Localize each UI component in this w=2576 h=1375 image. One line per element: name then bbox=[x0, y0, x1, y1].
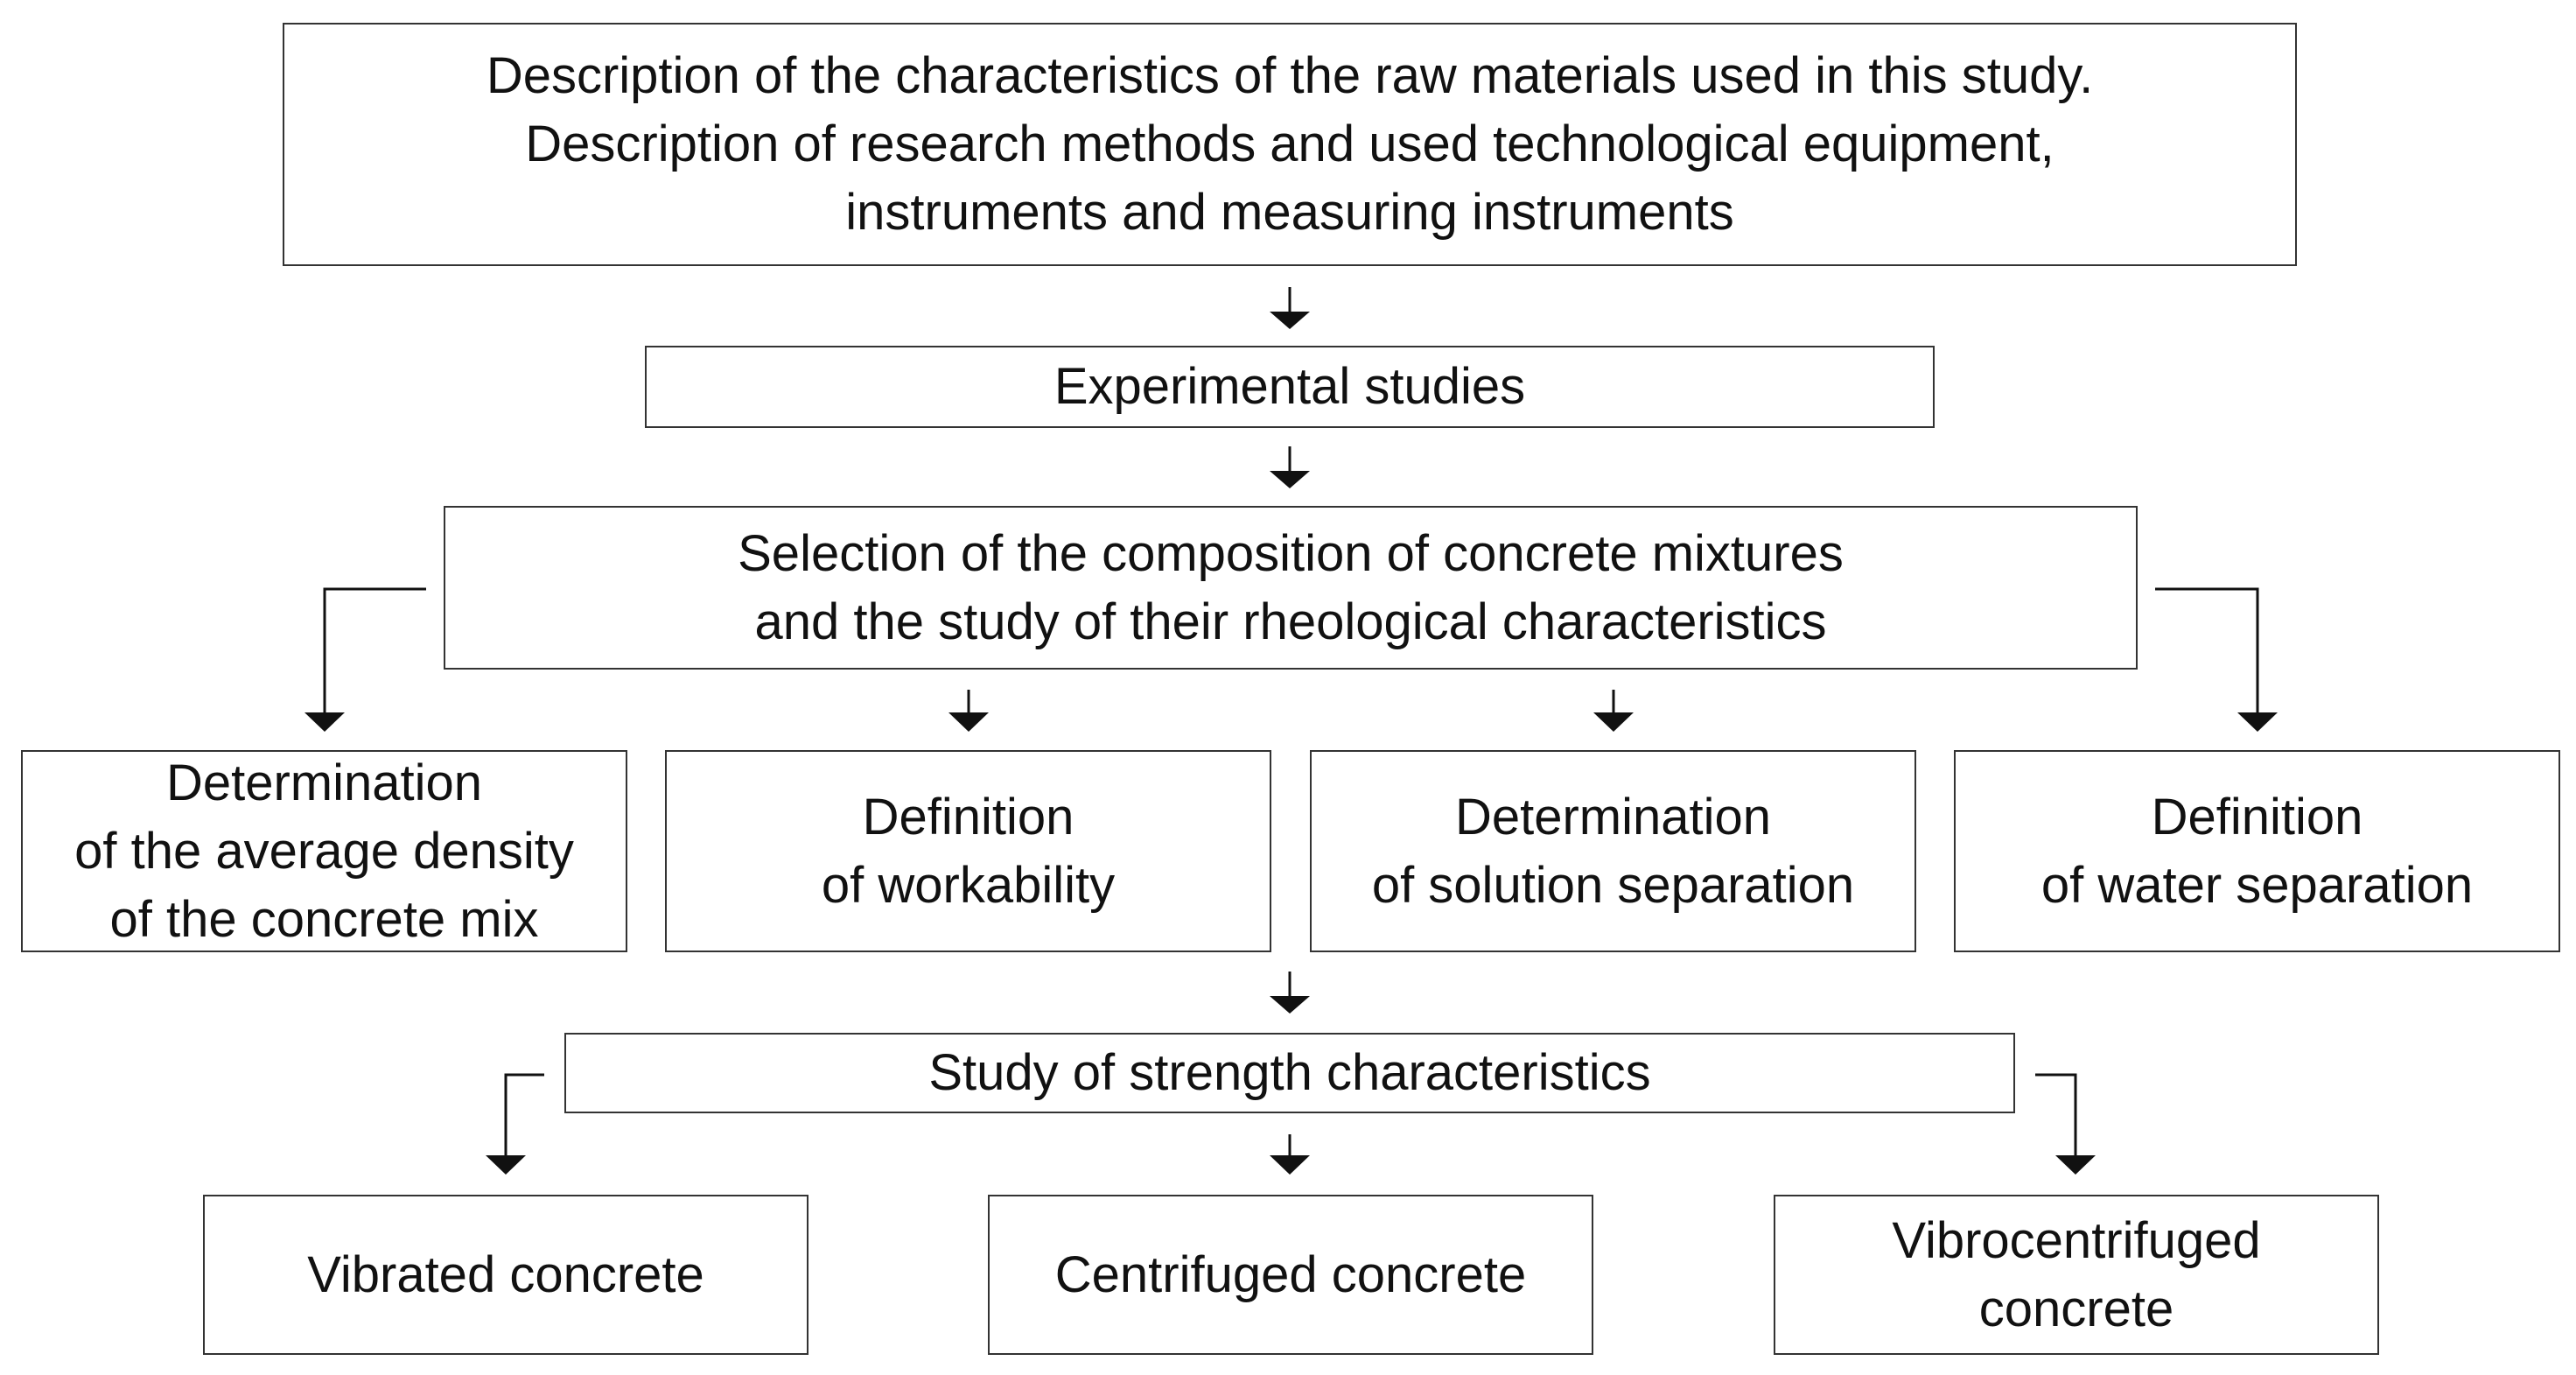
vibrated-concrete-label: Vibrated concrete bbox=[307, 1245, 704, 1303]
arrowhead-icon bbox=[1270, 312, 1310, 329]
arrowhead-icon bbox=[304, 712, 345, 732]
intro-line: Description of research methods and used… bbox=[525, 116, 2054, 172]
centrifuged-concrete-box: Centrifuged concrete bbox=[988, 1195, 1593, 1355]
vibrocentrifuged-concrete-box: Vibrocentrifuged concrete bbox=[1774, 1195, 2379, 1355]
selection-line: and the study of their rheological chara… bbox=[754, 593, 1827, 650]
water-separation-line: Definition bbox=[2151, 788, 2363, 845]
arrowhead-icon bbox=[486, 1155, 526, 1175]
vibrated-concrete-box: Vibrated concrete bbox=[203, 1195, 808, 1355]
arrowhead-icon bbox=[1593, 712, 1634, 732]
connector-selection-water bbox=[2155, 587, 2259, 714]
arrowhead-icon bbox=[948, 712, 989, 732]
water-separation-box: Definition of water separation bbox=[1954, 750, 2560, 952]
experimental-studies-box: Experimental studies bbox=[645, 346, 1935, 428]
connector-strength-vibrocentrifuged bbox=[2035, 1073, 2077, 1157]
centrifuged-concrete-label: Centrifuged concrete bbox=[1054, 1245, 1527, 1303]
intro-box: Description of the characteristics of th… bbox=[283, 23, 2297, 266]
density-line: of the concrete mix bbox=[109, 890, 539, 948]
strength-study-label: Study of strength characteristics bbox=[928, 1044, 1651, 1101]
workability-box: Definition of workability bbox=[665, 750, 1271, 952]
density-line: of the average density bbox=[74, 822, 574, 880]
arrowhead-icon bbox=[1270, 1155, 1310, 1175]
density-line: Determination bbox=[165, 754, 483, 811]
experimental-studies-label: Experimental studies bbox=[1054, 358, 1526, 415]
workability-line: Definition bbox=[862, 788, 1074, 845]
solution-separation-line: of solution separation bbox=[1371, 856, 1855, 914]
selection-line: Selection of the composition of concrete… bbox=[738, 524, 1844, 582]
arrowhead-icon bbox=[2055, 1155, 2096, 1175]
connector-selection-density bbox=[323, 587, 426, 714]
arrowhead-icon bbox=[1270, 996, 1310, 1014]
vibrocentrifuged-concrete-line: concrete bbox=[1978, 1280, 2174, 1337]
arrowhead-icon bbox=[1270, 471, 1310, 488]
water-separation-line: of water separation bbox=[2040, 856, 2474, 914]
selection-box: Selection of the composition of concrete… bbox=[444, 506, 2138, 670]
intro-line: instruments and measuring instruments bbox=[845, 184, 1734, 241]
solution-separation-line: Determination bbox=[1454, 788, 1772, 845]
connector-strength-vibrated bbox=[504, 1073, 544, 1157]
workability-line: of workability bbox=[821, 856, 1116, 914]
density-box: Determination of the average density of … bbox=[21, 750, 627, 952]
vibrocentrifuged-concrete-line: Vibrocentrifuged bbox=[1892, 1211, 2261, 1269]
intro-line: Description of the characteristics of th… bbox=[486, 47, 2094, 104]
arrowhead-icon bbox=[2237, 712, 2278, 732]
strength-study-box: Study of strength characteristics bbox=[564, 1033, 2015, 1113]
solution-separation-box: Determination of solution separation bbox=[1310, 750, 1916, 952]
